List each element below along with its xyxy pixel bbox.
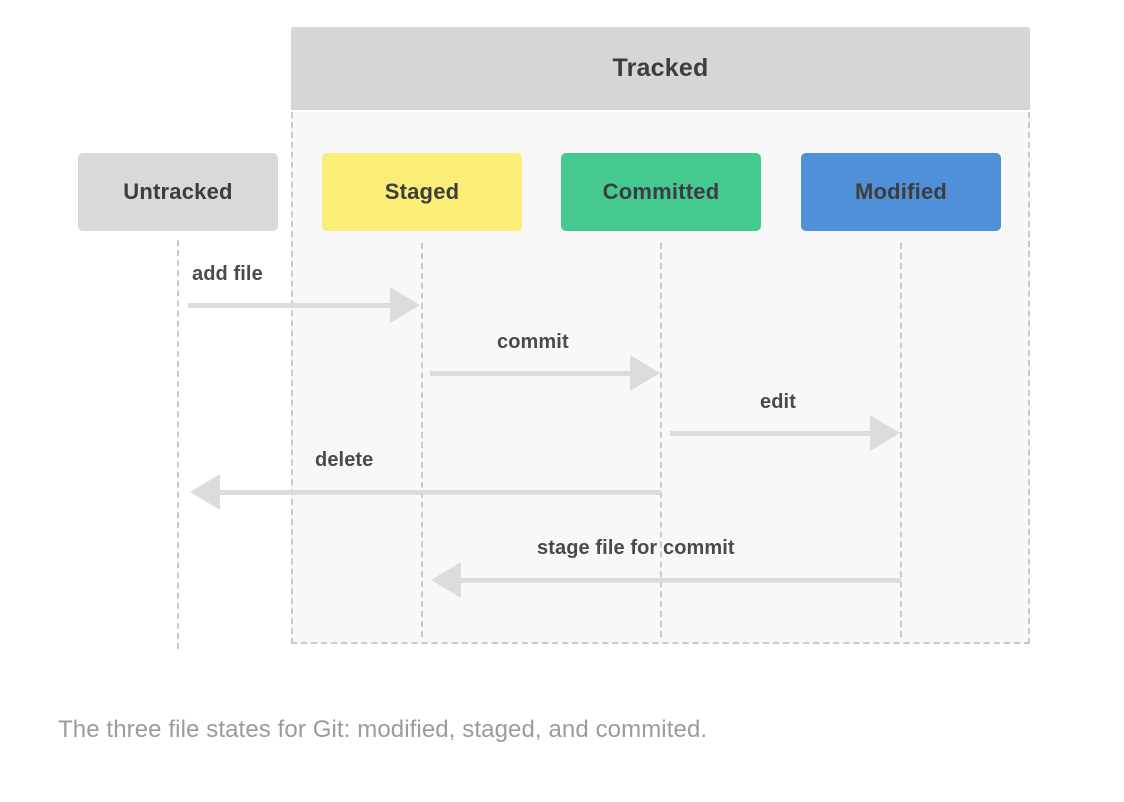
transition-label-delete: delete	[315, 449, 374, 471]
arrow-shaft	[457, 578, 901, 583]
tracked-group-header: Tracked	[291, 27, 1030, 110]
arrow-shaft	[216, 490, 661, 495]
arrow-head-left-icon	[190, 474, 220, 510]
lane-line-modified	[900, 243, 902, 637]
transition-label-stage-file-for-commit: stage file for commit	[537, 537, 735, 559]
arrow-head-right-icon	[630, 355, 660, 391]
transition-arrow-delete	[190, 472, 661, 512]
arrow-shaft	[430, 371, 634, 376]
arrow-shaft	[188, 303, 394, 308]
transition-label-commit: commit	[497, 331, 569, 353]
arrow-shaft	[670, 431, 874, 436]
lane-line-staged	[421, 243, 423, 637]
arrow-head-right-icon	[390, 287, 420, 323]
state-box-staged: Staged	[322, 153, 522, 231]
arrow-head-right-icon	[870, 415, 900, 451]
arrow-head-left-icon	[431, 562, 461, 598]
state-label-committed: Committed	[602, 179, 720, 204]
diagram-caption: The three file states for Git: modified,…	[58, 716, 708, 743]
lane-line-committed	[660, 243, 662, 637]
state-box-committed: Committed	[561, 153, 761, 231]
transition-label-add-file: add file	[192, 263, 263, 285]
state-label-staged: Staged	[384, 179, 460, 204]
transition-arrow-stage-file-for-commit	[431, 560, 901, 600]
transition-arrow-edit	[670, 413, 900, 453]
state-label-modified: Modified	[854, 179, 948, 204]
transition-label-edit: edit	[760, 391, 796, 413]
transition-arrow-commit	[430, 353, 660, 393]
state-box-modified: Modified	[801, 153, 1001, 231]
state-label-untracked: Untracked	[123, 179, 233, 204]
transition-arrow-add-file	[188, 285, 420, 325]
tracked-group-title: Tracked	[612, 54, 709, 82]
lane-line-untracked	[177, 240, 179, 649]
state-box-untracked: Untracked	[78, 153, 278, 231]
